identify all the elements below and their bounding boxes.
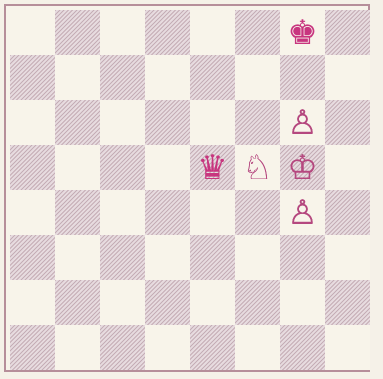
square-h6[interactable] [325, 100, 370, 145]
square-b7[interactable] [55, 55, 100, 100]
square-g5[interactable]: ♔ [280, 145, 325, 190]
square-c7[interactable] [100, 55, 145, 100]
square-b1[interactable] [55, 325, 100, 370]
square-b5[interactable] [55, 145, 100, 190]
square-b6[interactable] [55, 100, 100, 145]
square-e4[interactable] [190, 190, 235, 235]
square-h4[interactable] [325, 190, 370, 235]
square-c4[interactable] [100, 190, 145, 235]
white-knight-icon[interactable]: ♘ [235, 145, 280, 190]
square-b3[interactable] [55, 235, 100, 280]
square-e5[interactable]: ♛ [190, 145, 235, 190]
square-d8[interactable] [145, 10, 190, 55]
square-d4[interactable] [145, 190, 190, 235]
square-e3[interactable] [190, 235, 235, 280]
square-g1[interactable] [280, 325, 325, 370]
square-h5[interactable] [325, 145, 370, 190]
square-h8[interactable] [325, 10, 370, 55]
square-h7[interactable] [325, 55, 370, 100]
square-a7[interactable] [10, 55, 55, 100]
square-e1[interactable] [190, 325, 235, 370]
square-g8[interactable]: ♚ [280, 10, 325, 55]
square-c3[interactable] [100, 235, 145, 280]
chess-board: ♚ ♙ ♛♘♔♙ [10, 10, 370, 370]
black-queen-icon[interactable]: ♛ [190, 145, 235, 190]
square-e6[interactable] [190, 100, 235, 145]
white-pawn-icon[interactable]: ♙ [280, 100, 325, 145]
square-e2[interactable] [190, 280, 235, 325]
square-b4[interactable] [55, 190, 100, 235]
square-e8[interactable] [190, 10, 235, 55]
white-pawn-icon[interactable]: ♙ [280, 190, 325, 235]
square-g6[interactable]: ♙ [280, 100, 325, 145]
square-a6[interactable] [10, 100, 55, 145]
square-f6[interactable] [235, 100, 280, 145]
square-d2[interactable] [145, 280, 190, 325]
square-c1[interactable] [100, 325, 145, 370]
square-d6[interactable] [145, 100, 190, 145]
white-king-icon[interactable]: ♔ [280, 145, 325, 190]
square-d1[interactable] [145, 325, 190, 370]
square-c2[interactable] [100, 280, 145, 325]
square-g2[interactable] [280, 280, 325, 325]
square-b8[interactable] [55, 10, 100, 55]
square-h3[interactable] [325, 235, 370, 280]
square-f2[interactable] [235, 280, 280, 325]
black-king-icon[interactable]: ♚ [280, 10, 325, 55]
square-d3[interactable] [145, 235, 190, 280]
square-a1[interactable] [10, 325, 55, 370]
square-g4[interactable]: ♙ [280, 190, 325, 235]
square-f4[interactable] [235, 190, 280, 235]
square-a4[interactable] [10, 190, 55, 235]
square-g7[interactable] [280, 55, 325, 100]
square-f7[interactable] [235, 55, 280, 100]
square-g3[interactable] [280, 235, 325, 280]
square-h1[interactable] [325, 325, 370, 370]
square-a8[interactable] [10, 10, 55, 55]
square-a2[interactable] [10, 280, 55, 325]
square-c5[interactable] [100, 145, 145, 190]
square-a5[interactable] [10, 145, 55, 190]
square-b2[interactable] [55, 280, 100, 325]
square-d5[interactable] [145, 145, 190, 190]
square-a3[interactable] [10, 235, 55, 280]
square-f5[interactable]: ♘ [235, 145, 280, 190]
square-c6[interactable] [100, 100, 145, 145]
square-d7[interactable] [145, 55, 190, 100]
square-c8[interactable] [100, 10, 145, 55]
square-e7[interactable] [190, 55, 235, 100]
square-f3[interactable] [235, 235, 280, 280]
square-f1[interactable] [235, 325, 280, 370]
square-f8[interactable] [235, 10, 280, 55]
square-h2[interactable] [325, 280, 370, 325]
